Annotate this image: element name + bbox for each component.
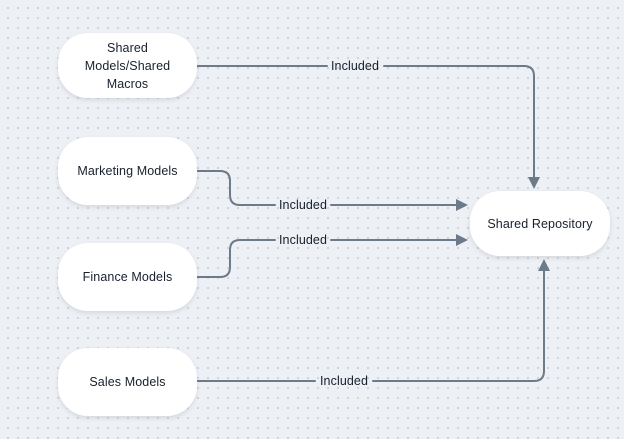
edge-label-included-shared-models: Included (330, 59, 380, 73)
edge-sales-models-to-shared-repository-segment-2 (372, 270, 545, 382)
edge-shared-models-arrowhead-icon (528, 177, 540, 189)
edge-label-included-marketing-models: Included (278, 198, 328, 212)
edge-sales-models-arrowhead-icon (538, 259, 550, 271)
node-finance-models: Finance Models (58, 243, 197, 311)
node-label: Shared Repository (487, 216, 593, 231)
node-sales-models: Sales Models (58, 348, 197, 416)
node-label-line: Macros (106, 76, 149, 91)
edge-shared-models-to-shared-repository-segment-2 (383, 65, 535, 179)
node-label: Marketing Models (77, 164, 178, 178)
edge-finance-models-to-shared-repository-segment-1 (196, 239, 276, 278)
edge-label-included-sales-models: Included (319, 374, 369, 388)
node-label-line: Shared (107, 40, 148, 55)
node-label: Sales Models (89, 375, 166, 389)
node-shared-repository: Shared Repository (470, 191, 610, 256)
edge-marketing-models-to-shared-repository-segment-1 (196, 170, 276, 206)
edge-label-included-finance-models: Included (278, 233, 328, 247)
node-label-line: Models/Shared (84, 58, 171, 73)
node-marketing-models: Marketing Models (58, 137, 197, 205)
edge-marketing-models-arrowhead-icon (456, 199, 468, 211)
edge-finance-models-arrowhead-icon (456, 234, 468, 246)
node-shared-models-shared-macros: Shared Models/Shared Macros (58, 33, 197, 98)
node-label: Finance Models (82, 270, 173, 284)
